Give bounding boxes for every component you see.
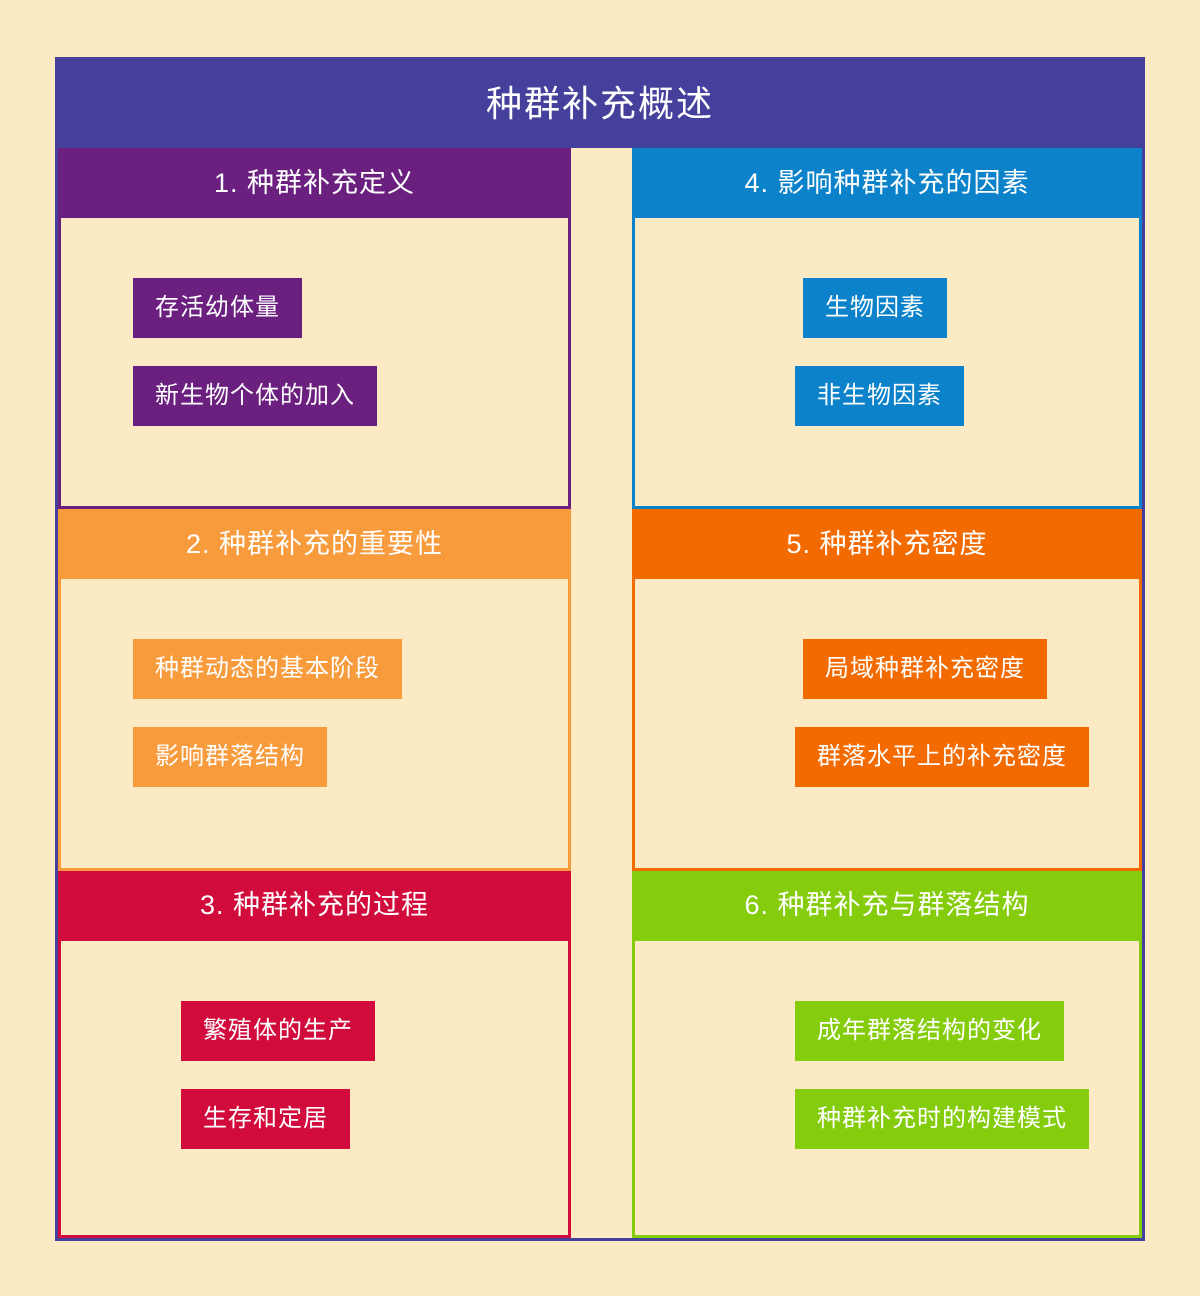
page-title: 种群补充概述: [485, 83, 714, 124]
section-6: 6. 种群补充与群落结构 成年群落结构的变化 种群补充时的构建模式: [632, 870, 1142, 1239]
section-6-item-1[interactable]: 成年群落结构的变化: [795, 1000, 1064, 1061]
section-3-header: 3. 种群补充的过程: [58, 870, 571, 941]
section-4-header: 4. 影响种群补充的因素: [632, 148, 1142, 218]
section-5: 5. 种群补充密度 局域种群补充密度 群落水平上的补充密度: [632, 509, 1142, 871]
section-5-item-2[interactable]: 群落水平上的补充密度: [795, 727, 1089, 788]
section-2-item-1[interactable]: 种群动态的基本阶段: [133, 639, 402, 700]
section-6-item-2[interactable]: 种群补充时的构建模式: [795, 1088, 1089, 1149]
diagram-frame: 种群补充概述 1. 种群补充定义 存活幼体量 新生物个体的加入 2. 种群补充的…: [55, 57, 1145, 1241]
section-1-header: 1. 种群补充定义: [58, 148, 571, 218]
diagram-title-bar: 种群补充概述: [58, 60, 1142, 148]
section-4-item-1[interactable]: 生物因素: [803, 278, 947, 338]
section-3-body: 繁殖体的生产 生存和定居: [58, 940, 571, 1239]
right-column: 4. 影响种群补充的因素 生物因素 非生物因素 5. 种群补充密度 局域种群补充…: [632, 148, 1142, 1239]
section-1: 1. 种群补充定义 存活幼体量 新生物个体的加入: [58, 148, 571, 510]
columns-container: 1. 种群补充定义 存活幼体量 新生物个体的加入 2. 种群补充的重要性 种群动…: [58, 148, 1142, 1239]
section-5-header: 5. 种群补充密度: [632, 509, 1142, 580]
section-4-body: 生物因素 非生物因素: [632, 218, 1142, 510]
section-3-item-1[interactable]: 繁殖体的生产: [181, 1000, 375, 1061]
section-1-item-2[interactable]: 新生物个体的加入: [133, 366, 377, 426]
left-column: 1. 种群补充定义 存活幼体量 新生物个体的加入 2. 种群补充的重要性 种群动…: [58, 148, 571, 1239]
section-2-body: 种群动态的基本阶段 影响群落结构: [58, 579, 571, 871]
section-1-body: 存活幼体量 新生物个体的加入: [58, 218, 571, 510]
section-4-item-2[interactable]: 非生物因素: [795, 366, 964, 426]
section-3: 3. 种群补充的过程 繁殖体的生产 生存和定居: [58, 870, 571, 1239]
section-4: 4. 影响种群补充的因素 生物因素 非生物因素: [632, 148, 1142, 510]
section-1-item-1[interactable]: 存活幼体量: [133, 278, 302, 338]
section-2-item-2[interactable]: 影响群落结构: [133, 727, 327, 788]
section-5-item-1[interactable]: 局域种群补充密度: [803, 639, 1047, 700]
section-6-body: 成年群落结构的变化 种群补充时的构建模式: [632, 940, 1142, 1239]
section-5-body: 局域种群补充密度 群落水平上的补充密度: [632, 579, 1142, 871]
column-gap: [571, 148, 632, 1238]
section-3-item-2[interactable]: 生存和定居: [181, 1088, 350, 1149]
section-6-header: 6. 种群补充与群落结构: [632, 870, 1142, 941]
section-2-header: 2. 种群补充的重要性: [58, 509, 571, 580]
section-2: 2. 种群补充的重要性 种群动态的基本阶段 影响群落结构: [58, 509, 571, 871]
